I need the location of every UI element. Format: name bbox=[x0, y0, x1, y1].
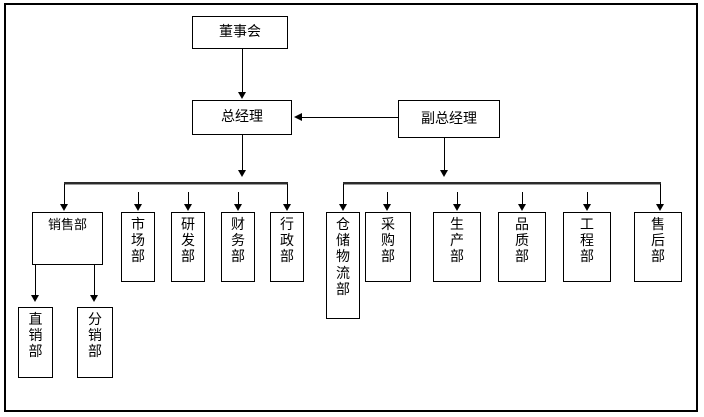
edge-gm-to-bus-line bbox=[242, 135, 243, 172]
bus-bar-right bbox=[343, 182, 661, 184]
drop-line-engineering bbox=[587, 192, 588, 206]
node-after-sales[interactable]: 售 后 部 bbox=[634, 212, 682, 282]
node-after-sales-label: 售 后 部 bbox=[651, 217, 665, 266]
edge-sales-to-distribution-arrow bbox=[90, 295, 98, 302]
drop-arrow-quality bbox=[518, 204, 526, 211]
node-rnd[interactable]: 研 发 部 bbox=[171, 212, 205, 282]
drop-line-quality bbox=[522, 192, 523, 206]
node-administration-label: 行 政 部 bbox=[280, 217, 294, 266]
node-sales-label: 销售部 bbox=[47, 218, 87, 233]
node-general-manager-label: 总经理 bbox=[221, 109, 263, 126]
node-distribution-sales[interactable]: 分 销 部 bbox=[77, 307, 113, 378]
node-purchasing-label: 采 购 部 bbox=[381, 217, 395, 266]
edge-gm-to-bus-arrow bbox=[238, 170, 246, 177]
node-direct-sales-label: 直 销 部 bbox=[28, 312, 43, 361]
node-quality[interactable]: 品 质 部 bbox=[498, 212, 546, 282]
drop-line-marketing bbox=[138, 192, 139, 206]
edge-board-to-gm-arrow bbox=[238, 92, 246, 99]
edge-deputy-to-bus-arrow bbox=[440, 170, 448, 177]
node-administration[interactable]: 行 政 部 bbox=[270, 212, 304, 282]
drop-line-warehouse-logistics bbox=[343, 184, 344, 206]
drop-line-purchasing bbox=[387, 192, 388, 206]
node-production-label: 生 产 部 bbox=[450, 217, 464, 266]
drop-arrow-sales bbox=[60, 204, 68, 211]
drop-arrow-marketing bbox=[134, 204, 142, 211]
edge-board-to-gm-line bbox=[242, 49, 243, 93]
drop-line-sales bbox=[64, 184, 65, 206]
drop-line-after-sales bbox=[660, 184, 661, 206]
drop-arrow-purchasing bbox=[383, 204, 391, 211]
node-marketing[interactable]: 市 场 部 bbox=[121, 212, 155, 282]
node-sales[interactable]: 销售部 bbox=[32, 212, 103, 265]
node-quality-label: 品 质 部 bbox=[515, 217, 529, 266]
node-engineering[interactable]: 工 程 部 bbox=[563, 212, 611, 282]
drop-line-administration bbox=[287, 184, 288, 206]
node-warehouse-logistics[interactable]: 仓 储 物 流 部 bbox=[326, 212, 360, 319]
node-board[interactable]: 董事会 bbox=[192, 16, 288, 49]
drop-arrow-warehouse-logistics bbox=[339, 204, 347, 211]
node-deputy-general-manager-label: 副总经理 bbox=[421, 110, 477, 127]
edge-deputy-to-gm-arrow bbox=[294, 113, 302, 121]
drop-arrow-rnd bbox=[184, 204, 192, 211]
edge-deputy-to-bus-line bbox=[444, 138, 445, 172]
diagram-frame bbox=[4, 3, 698, 412]
drop-line-finance bbox=[238, 192, 239, 206]
drop-line-production bbox=[457, 192, 458, 206]
node-deputy-general-manager[interactable]: 副总经理 bbox=[398, 100, 500, 138]
drop-arrow-after-sales bbox=[656, 204, 664, 211]
drop-arrow-engineering bbox=[583, 204, 591, 211]
drop-arrow-finance bbox=[234, 204, 242, 211]
node-direct-sales[interactable]: 直 销 部 bbox=[18, 307, 53, 378]
node-engineering-label: 工 程 部 bbox=[580, 217, 594, 266]
node-marketing-label: 市 场 部 bbox=[131, 217, 145, 266]
edge-sales-to-distribution-line bbox=[94, 265, 95, 297]
node-finance-label: 财 务 部 bbox=[231, 217, 245, 266]
node-warehouse-logistics-label: 仓 储 物 流 部 bbox=[336, 217, 350, 298]
edge-sales-to-direct-arrow bbox=[31, 295, 39, 302]
node-rnd-label: 研 发 部 bbox=[181, 217, 195, 266]
node-board-label: 董事会 bbox=[219, 24, 261, 41]
node-distribution-sales-label: 分 销 部 bbox=[88, 312, 102, 361]
bus-bar-left bbox=[64, 182, 288, 184]
node-finance[interactable]: 财 务 部 bbox=[221, 212, 255, 282]
drop-arrow-administration bbox=[283, 204, 291, 211]
edge-sales-to-direct-line bbox=[35, 265, 36, 297]
node-general-manager[interactable]: 总经理 bbox=[192, 100, 292, 135]
node-production[interactable]: 生 产 部 bbox=[433, 212, 481, 282]
drop-arrow-production bbox=[453, 204, 461, 211]
edge-deputy-to-gm-line bbox=[302, 117, 398, 118]
drop-line-rnd bbox=[188, 192, 189, 206]
node-purchasing[interactable]: 采 购 部 bbox=[365, 212, 411, 282]
